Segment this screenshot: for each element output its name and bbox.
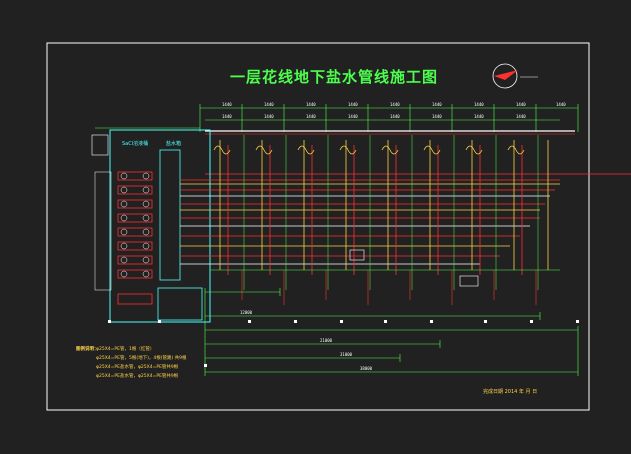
pump-unit-outlines [120, 172, 150, 278]
header-pipes [205, 130, 631, 175]
top-dim-4: 1440 [348, 102, 358, 107]
top-dim2-3: 1440 [306, 114, 316, 119]
top-dim2-7: 1440 [474, 114, 484, 119]
top-dim-9: 1440 [556, 102, 566, 107]
legend-line-4: φ25X4=PE盐水管，φ25X4=PE管共9根 [96, 374, 179, 379]
drawing-frame [46, 42, 590, 411]
brine-tank-label: 盐水箱 [166, 141, 182, 147]
bottom-dim-1: 12000 [240, 310, 253, 315]
top-dim2-4: 1440 [348, 114, 358, 119]
green-grid-lines [210, 135, 560, 290]
completion-date: 完成日期 2014 年 月 日 [483, 389, 538, 395]
bottom-dim-3: 31000 [340, 352, 353, 357]
bottom-sumps [349, 249, 479, 287]
bottom-dim-4: 38000 [360, 366, 373, 371]
legend-line-3: φ25X4=PE盐水管，φ25X4=PE管共9根 [96, 365, 179, 370]
top-dim-5: 1440 [390, 102, 400, 107]
vertical-risers [219, 140, 549, 275]
top-dim-1: 1440 [222, 102, 232, 107]
top-dim2-5: 1440 [390, 114, 400, 119]
top-dim2-6: 1440 [432, 114, 442, 119]
legend-title: 图例说明： [76, 347, 99, 352]
bottom-dimension-lines [204, 288, 579, 376]
bottom-dim-2: 21000 [320, 338, 333, 343]
top-dim-3: 1440 [306, 102, 316, 107]
top-dim-6: 1440 [432, 102, 442, 107]
riser-coils [213, 145, 525, 155]
legend-line-1: φ25X4=PE管，1根（红管） [96, 347, 155, 352]
legend-line-2: φ25X4=PE管，5根(地下)，4根(管路) 共9根 [96, 356, 187, 361]
top-dim2-2: 1440 [264, 114, 274, 119]
top-dim-7: 1440 [474, 102, 484, 107]
axis-markers [108, 320, 579, 367]
solution-tank-label: SaCl溶液桶 [122, 141, 149, 147]
top-dim-ticks [199, 104, 579, 132]
top-dim2-8: 1440 [516, 114, 526, 119]
top-dim-2: 1440 [264, 102, 274, 107]
top-dim-8: 1440 [516, 102, 526, 107]
top-dimension-lines [95, 107, 578, 129]
top-dim2-1: 1440 [222, 114, 232, 119]
pump-units [117, 171, 153, 305]
north-arrow-icon [492, 63, 538, 89]
drawing-title: 一层花线地下盐水管线施工图 [230, 68, 439, 86]
red-drop-lines [241, 270, 537, 305]
